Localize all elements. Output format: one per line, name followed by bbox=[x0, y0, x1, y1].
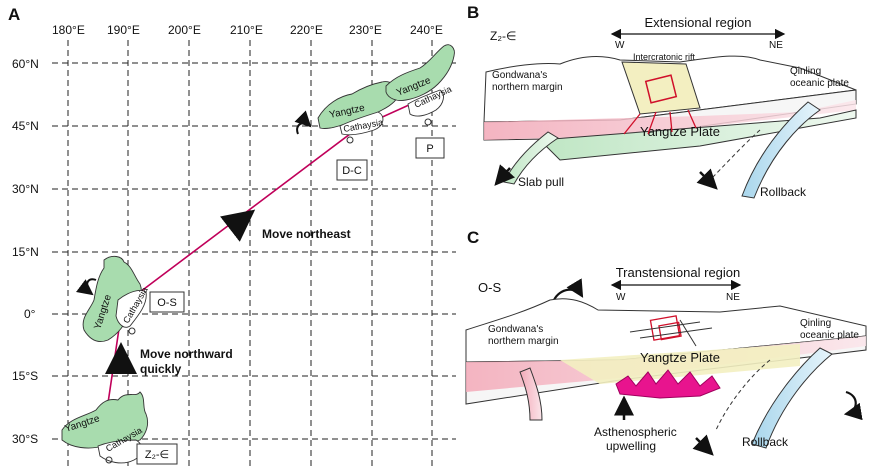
block-p: Yangtze Cathaysia bbox=[385, 44, 455, 126]
stage-label-os-box: O-S bbox=[149, 291, 185, 313]
study-area-box bbox=[644, 74, 678, 104]
rotation-arrow-icon bbox=[553, 278, 584, 301]
panel-c-rollback: Rollback bbox=[742, 435, 789, 449]
left-slab bbox=[519, 367, 543, 421]
panel-c-stage: O-S bbox=[478, 280, 501, 295]
stage-label-dc-box: D-C bbox=[336, 159, 368, 181]
lon-label: 190°E bbox=[107, 23, 140, 37]
rotation-arrow-icon bbox=[294, 110, 312, 135]
right-slab bbox=[741, 101, 821, 199]
stage-label-p-box: P bbox=[415, 137, 445, 159]
migration-track bbox=[103, 99, 421, 431]
lat-label: 15°S bbox=[12, 369, 38, 383]
panel-b-dir-w: W bbox=[615, 40, 625, 51]
right-slab-inner bbox=[715, 359, 771, 431]
panel-b-rift: Intercratonic rift bbox=[633, 52, 696, 62]
asthenospheric-upwelling bbox=[615, 369, 721, 399]
fault-system bbox=[649, 315, 682, 341]
stage-label-dc: D-C bbox=[342, 165, 362, 177]
yangtze-plate-band bbox=[560, 344, 800, 384]
panel-c-dir-w: W bbox=[616, 292, 626, 303]
panel-c-dir-ne: NE bbox=[726, 292, 740, 303]
right-slab bbox=[751, 347, 833, 449]
lon-label: 230°E bbox=[349, 23, 382, 37]
stage-label-p: P bbox=[426, 143, 433, 155]
panel-b-slab-pull: Slab pull bbox=[518, 175, 564, 189]
lon-label: 200°E bbox=[168, 23, 201, 37]
northeast-arrow-icon bbox=[220, 209, 256, 242]
lat-label: 45°N bbox=[12, 119, 39, 133]
longitude-labels: 180°E 190°E 200°E 210°E 220°E 230°E 240°… bbox=[52, 23, 443, 37]
panel-b-label: B bbox=[467, 3, 479, 22]
stage-label-zc: Z₂-∈ bbox=[145, 449, 169, 461]
slab-pull-arrow-icon bbox=[494, 164, 516, 186]
rotation-arrow-icon bbox=[76, 278, 97, 296]
lat-label: 0° bbox=[24, 307, 36, 321]
lat-label: 15°N bbox=[12, 245, 39, 259]
lat-label: 30°S bbox=[12, 432, 38, 446]
panel-b-stage: Z₂-∈ bbox=[490, 29, 516, 43]
stage-label-zc-box: Z₂-∈ bbox=[136, 443, 178, 465]
stage-label-os: O-S bbox=[157, 297, 177, 309]
rollback-arrow-icon bbox=[696, 168, 718, 190]
annotation-northward-line1: Move northward bbox=[140, 347, 233, 361]
lithosphere-pink bbox=[484, 100, 856, 140]
panel-c-label: C bbox=[467, 228, 479, 247]
yangtze-plate-green bbox=[538, 109, 857, 161]
rift-faults bbox=[623, 109, 697, 135]
block-dc: Yangtze Cathaysia bbox=[317, 81, 401, 144]
lat-label: 30°N bbox=[12, 182, 39, 196]
panel-a-label: A bbox=[8, 5, 20, 24]
rift-zone bbox=[621, 61, 701, 115]
rollback-arrow-icon bbox=[692, 434, 714, 456]
panel-a: A 180°E 190°E 200°E 210°E 220°E 230°E 24… bbox=[8, 5, 456, 466]
lon-label: 180°E bbox=[52, 23, 85, 37]
panel-b-region: Extensional region bbox=[645, 15, 752, 30]
panel-b-plate: Yangtze Plate bbox=[640, 124, 720, 139]
block-top-surface bbox=[465, 298, 867, 363]
panel-b: B Z₂-∈ Extensional region W NE Intercrat… bbox=[467, 3, 857, 199]
panel-b-rollback: Rollback bbox=[760, 185, 807, 199]
annotation-northeast: Move northeast bbox=[262, 227, 351, 241]
annotation-northward-line2: quickly bbox=[140, 362, 182, 376]
panel-c: C O-S Transtensional region W NE Yangtze… bbox=[465, 228, 867, 456]
panel-b-dir-ne: NE bbox=[769, 40, 783, 51]
panel-c-region: Transtensional region bbox=[616, 265, 741, 280]
lat-label: 60°N bbox=[12, 57, 39, 71]
block-zc: Yangtze Cathaysia bbox=[61, 391, 149, 464]
rotation-arrow-icon bbox=[843, 390, 863, 421]
lon-label: 220°E bbox=[290, 23, 323, 37]
panel-c-plate: Yangtze Plate bbox=[640, 350, 720, 365]
lon-label: 240°E bbox=[410, 23, 443, 37]
strike-slip-lines bbox=[629, 319, 713, 347]
latitude-labels: 60°N 45°N 30°N 15°N 0° 15°S 30°S bbox=[12, 57, 39, 446]
block-os: Yangtze Cathaysia bbox=[82, 255, 150, 342]
annotation-northward: Move northward quickly bbox=[140, 347, 236, 376]
lon-label: 210°E bbox=[230, 23, 263, 37]
